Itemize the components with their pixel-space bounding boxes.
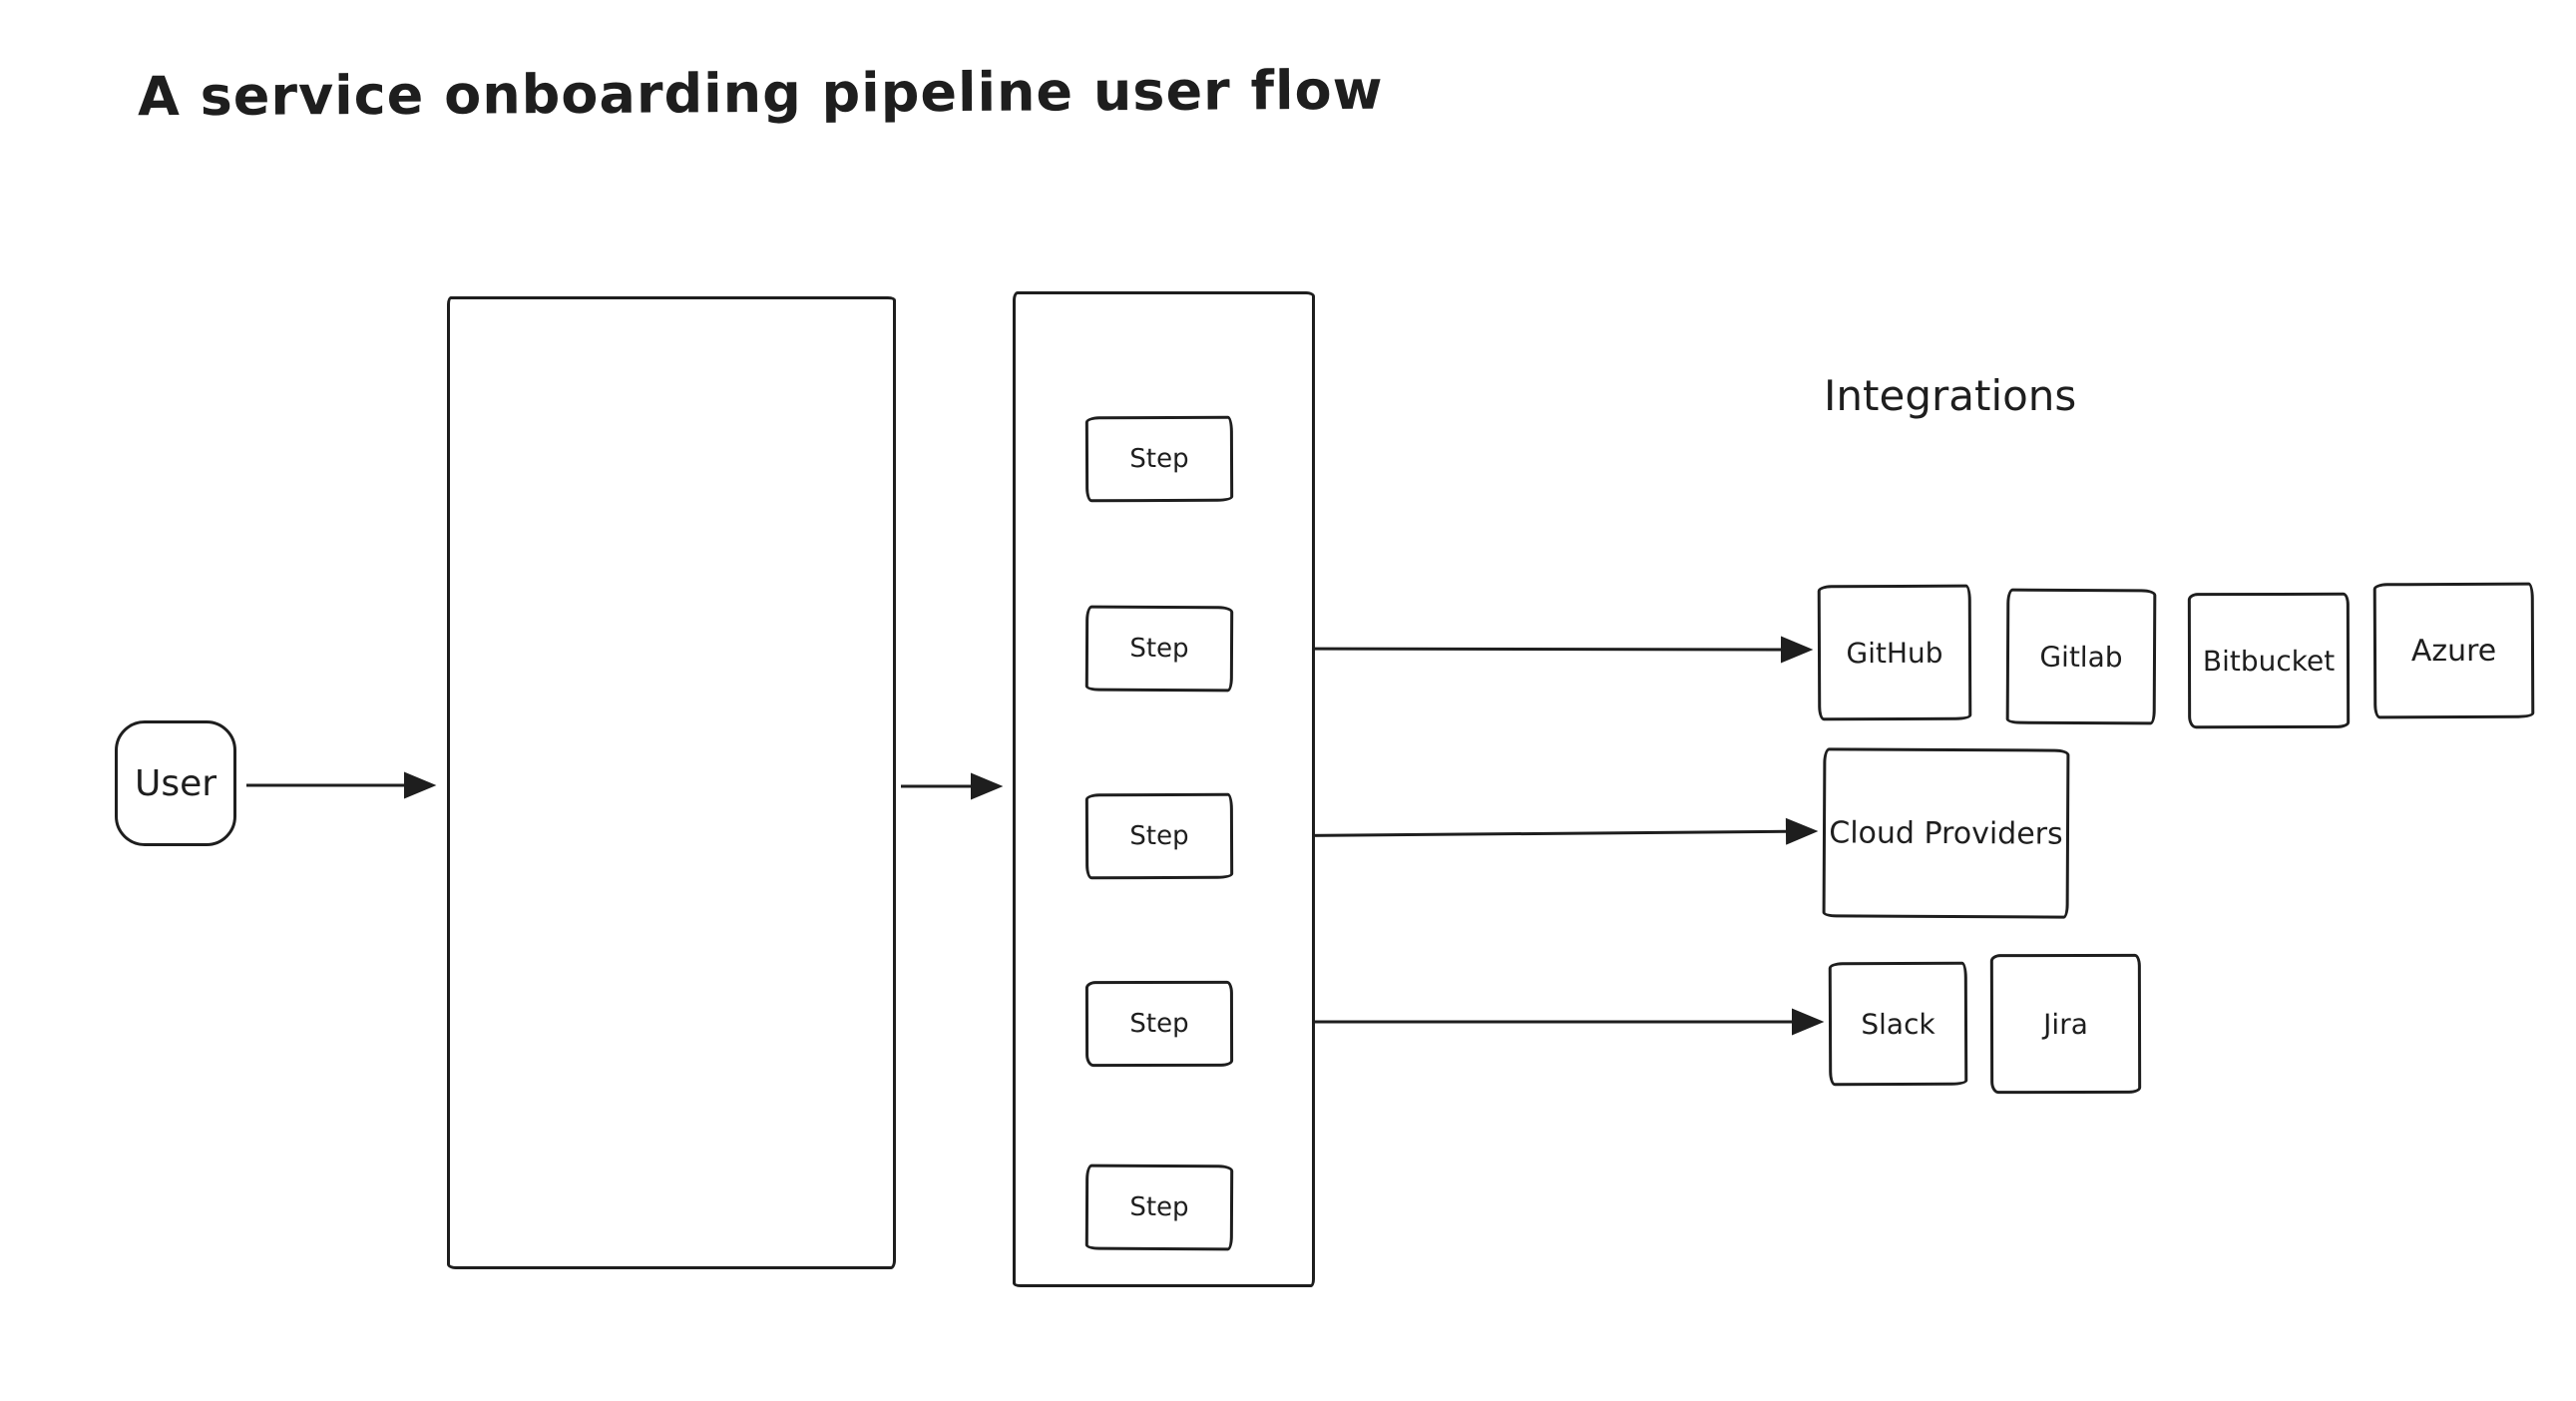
cloud-providers-node: Cloud Providers: [1822, 747, 2070, 919]
harness-idp-container: [447, 296, 896, 1269]
azure-node: Azure: [2372, 582, 2535, 719]
bitbucket-node: Bitbucket: [2187, 592, 2351, 729]
azure-label: Azure: [2410, 633, 2497, 669]
slack-node: Slack: [1828, 961, 1968, 1087]
user-label: User: [134, 762, 217, 804]
cloud-providers-label: Cloud Providers: [1829, 814, 2063, 852]
bitbucket-label: Bitbucket: [2202, 644, 2336, 678]
arrow-step2-to-github: [1239, 636, 1814, 664]
gitlab-node: Gitlab: [2005, 588, 2157, 725]
step-label: Step: [1129, 443, 1189, 475]
pipeline-container: [1013, 291, 1315, 1287]
step-label: Step: [1129, 820, 1189, 852]
pipeline-step-2: Step: [1084, 605, 1234, 693]
arrow-step3-to-cloud-providers: [1242, 817, 1819, 845]
pipeline-step-3: Step: [1084, 792, 1234, 880]
integrations-heading: Integrations: [1824, 371, 2077, 420]
step-label: Step: [1129, 1008, 1189, 1040]
user-node: User: [115, 720, 236, 846]
pipeline-step-5: Step: [1084, 1164, 1234, 1251]
jira-label: Jira: [2043, 1007, 2088, 1041]
step-label: Step: [1129, 1191, 1189, 1223]
step-label: Step: [1129, 633, 1189, 665]
github-label: GitHub: [1846, 636, 1943, 670]
gitlab-label: Gitlab: [2039, 640, 2123, 674]
pipeline-step-1: Step: [1084, 415, 1234, 503]
pipeline-step-4: Step: [1084, 980, 1234, 1068]
github-node: GitHub: [1817, 584, 1972, 721]
slack-label: Slack: [1861, 1007, 1935, 1041]
jira-node: Jira: [1989, 953, 2142, 1095]
